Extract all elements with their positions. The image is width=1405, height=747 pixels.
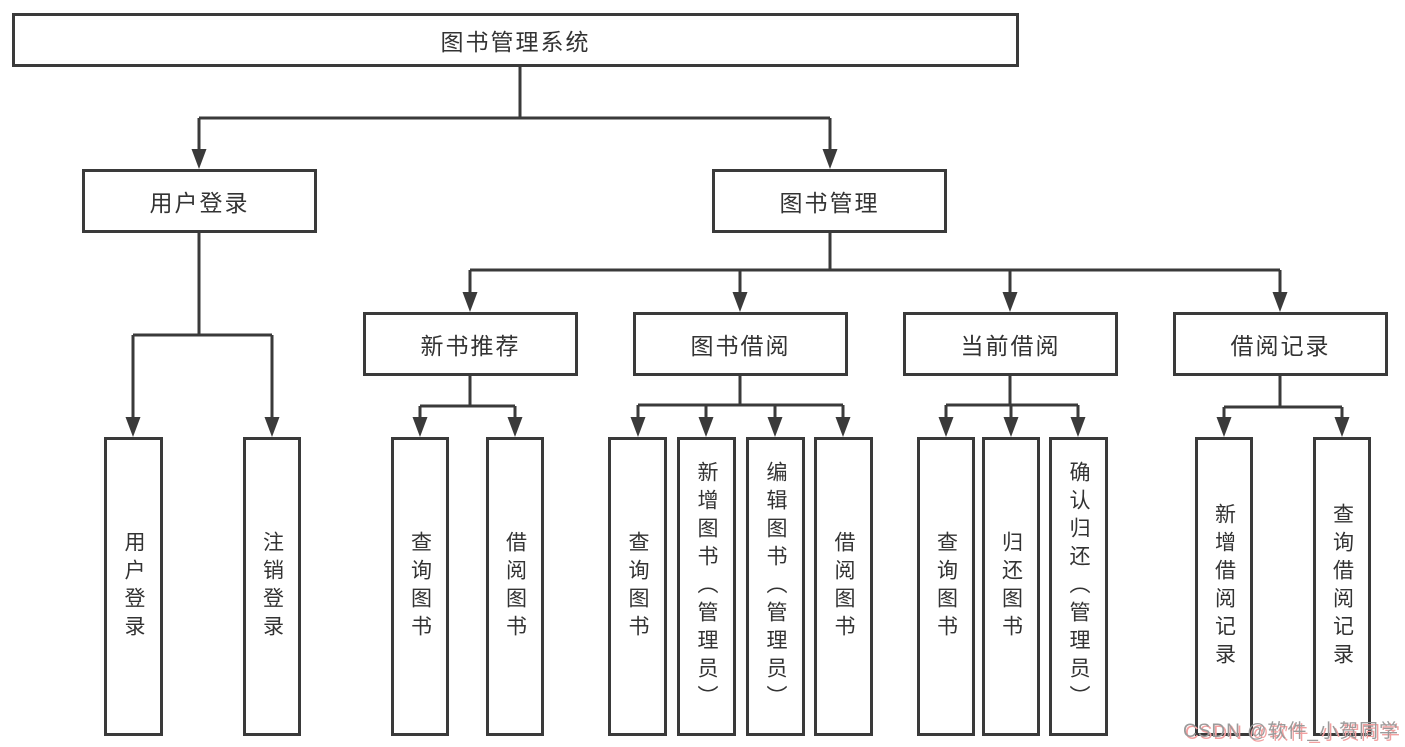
watermark: CSDN @软件_小贺同学 [1183, 721, 1399, 742]
arrowhead-icon [630, 417, 646, 437]
arrowhead-icon [1003, 417, 1019, 437]
node-book-management-label: 图书管理 [779, 190, 880, 216]
leaf-query-borrow-record: 查询借阅记录 [1313, 437, 1371, 736]
arrowhead-icon [1216, 417, 1232, 437]
arrowhead-icon [1002, 292, 1018, 312]
arrowhead-icon [767, 417, 783, 437]
leaf-add-borrow-record-label: 新增借阅记录 [1212, 502, 1236, 671]
leaf-borrow-book-recommend: 借阅图书 [486, 437, 544, 736]
arrowhead-icon [698, 417, 714, 437]
leaf-confirm-return-admin-label: 确认归还（管理员） [1067, 460, 1091, 713]
node-new-book-recommend: 新书推荐 [363, 312, 578, 376]
leaf-return-book-label: 归还图书 [999, 530, 1023, 643]
node-borrow-records-label: 借阅记录 [1230, 333, 1331, 359]
leaf-borrow-book-recommend-label: 借阅图书 [503, 530, 527, 643]
arrowhead-icon [412, 417, 428, 437]
leaf-logout-label: 注销登录 [260, 530, 284, 643]
leaf-user-login: 用户登录 [104, 437, 163, 736]
node-user-login-label: 用户登录 [149, 190, 250, 216]
leaf-add-book-admin-label: 新增图书（管理员） [695, 460, 719, 713]
node-root: 图书管理系统 [12, 13, 1019, 67]
node-book-borrow: 图书借阅 [633, 312, 848, 376]
leaf-query-book-recommend-label: 查询图书 [408, 530, 432, 643]
arrowhead-icon [462, 292, 478, 312]
arrowhead-icon [264, 417, 280, 437]
leaf-query-book-borrow: 查询图书 [608, 437, 667, 736]
leaf-query-book-recommend: 查询图书 [391, 437, 449, 736]
node-user-login: 用户登录 [82, 169, 317, 233]
node-borrow-records: 借阅记录 [1173, 312, 1388, 376]
arrowhead-icon [835, 417, 851, 437]
leaf-user-login-label: 用户登录 [122, 530, 146, 643]
arrowhead-icon [1334, 417, 1350, 437]
leaf-logout: 注销登录 [243, 437, 301, 736]
arrowhead-icon [125, 417, 141, 437]
leaf-confirm-return-admin: 确认归还（管理员） [1049, 437, 1108, 736]
leaf-return-book: 归还图书 [982, 437, 1040, 736]
leaf-add-borrow-record: 新增借阅记录 [1195, 437, 1253, 736]
node-current-borrow: 当前借阅 [903, 312, 1118, 376]
arrowhead-icon [732, 292, 748, 312]
arrowhead-icon [1272, 292, 1288, 312]
arrowhead-icon [191, 149, 207, 169]
leaf-query-book-borrow-label: 查询图书 [626, 530, 650, 643]
node-book-management: 图书管理 [712, 169, 947, 233]
leaf-borrow-book: 借阅图书 [814, 437, 873, 736]
arrowhead-icon [507, 417, 523, 437]
node-root-label: 图书管理系统 [440, 29, 591, 55]
arrowhead-icon [822, 149, 838, 169]
leaf-edit-book-admin-label: 编辑图书（管理员） [764, 460, 788, 713]
node-book-borrow-label: 图书借阅 [690, 333, 791, 359]
leaf-query-book-current-label: 查询图书 [934, 530, 958, 643]
leaf-add-book-admin: 新增图书（管理员） [677, 437, 736, 736]
node-current-borrow-label: 当前借阅 [960, 333, 1061, 359]
leaf-edit-book-admin: 编辑图书（管理员） [746, 437, 805, 736]
arrowhead-icon [1070, 417, 1086, 437]
arrowhead-icon [938, 417, 954, 437]
node-new-book-recommend-label: 新书推荐 [420, 333, 521, 359]
leaf-borrow-book-label: 借阅图书 [832, 530, 856, 643]
leaf-query-borrow-record-label: 查询借阅记录 [1330, 502, 1354, 671]
leaf-query-book-current: 查询图书 [917, 437, 975, 736]
